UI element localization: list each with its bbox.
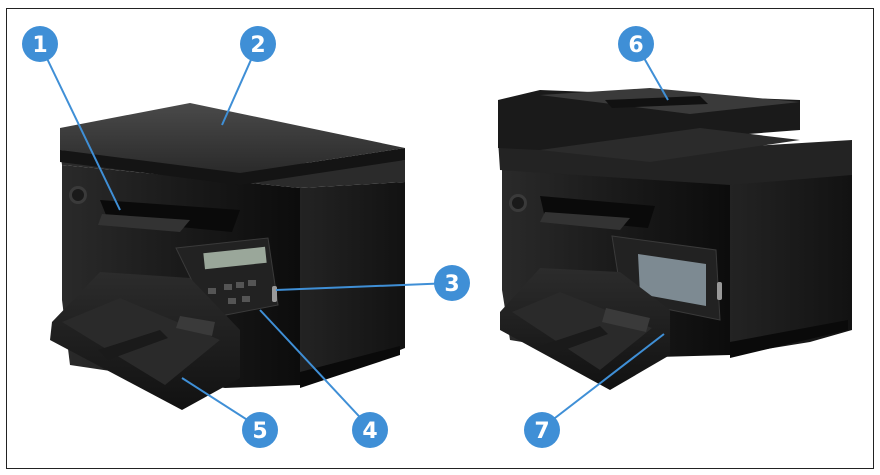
- power-button: [717, 282, 722, 300]
- callout-5-label: 5: [252, 419, 267, 444]
- leader-line-1: [39, 43, 121, 211]
- hp-logo-icon: [69, 186, 87, 204]
- printer-right-base: [730, 320, 848, 358]
- output-tray: [540, 212, 630, 230]
- callout-3-label: 3: [444, 272, 459, 297]
- callout-4: 4: [352, 412, 388, 448]
- figure-frame: [6, 8, 874, 469]
- callout-2: 2: [240, 26, 276, 62]
- callout-7-label: 7: [534, 419, 549, 444]
- lcd-screen-icon: [203, 246, 267, 270]
- printer-left-side: [300, 182, 405, 385]
- leader-line-7: [541, 333, 665, 429]
- callout-2-label: 2: [250, 33, 265, 58]
- printer-left: [50, 103, 405, 410]
- callout-3: 3: [434, 265, 470, 301]
- power-button: [272, 286, 277, 302]
- paper-guide-right: [176, 316, 215, 336]
- control-buttons: [208, 280, 256, 304]
- adf-paper-guide: [605, 96, 708, 108]
- scanner-lid: [60, 103, 405, 173]
- input-tray-surface: [512, 292, 652, 370]
- output-bin: [100, 200, 240, 232]
- leader-lines: [39, 43, 669, 429]
- callout-4-label: 4: [362, 419, 377, 444]
- callout-5: 5: [242, 412, 278, 448]
- callout-1-label: 1: [32, 33, 47, 58]
- leader-line-3: [275, 282, 453, 291]
- callout-7: 7: [524, 412, 560, 448]
- leader-line-4: [259, 309, 371, 429]
- paper-guide: [98, 330, 168, 360]
- paper-guide: [540, 326, 608, 356]
- scanner-lid-edge: [60, 148, 405, 185]
- printer-right: [498, 88, 852, 390]
- paper-guide-right: [602, 308, 650, 332]
- printer-left-base: [300, 346, 400, 388]
- callout-6-label: 6: [628, 33, 643, 58]
- adf-output-tray: [540, 128, 800, 162]
- callout-1: 1: [22, 26, 58, 62]
- printer-right-side: [730, 170, 852, 355]
- touchscreen-icon: [638, 254, 706, 306]
- hp-logo-icon: [509, 194, 527, 212]
- callout-6: 6: [618, 26, 654, 62]
- output-tray: [98, 214, 190, 232]
